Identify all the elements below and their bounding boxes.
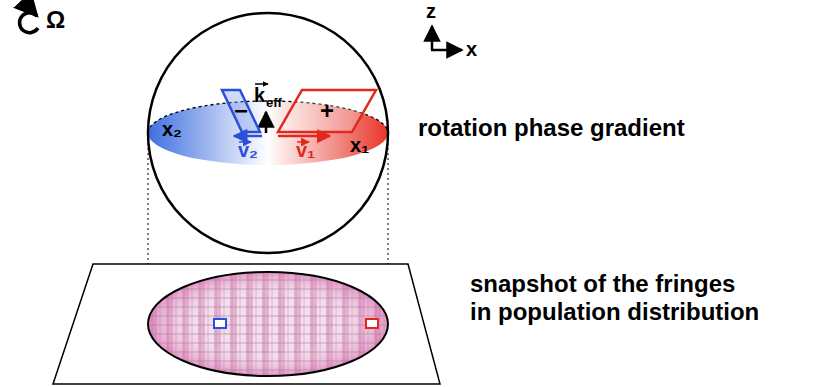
pixel-grid — [208, 272, 209, 376]
velocity-arrow — [278, 135, 330, 138]
pixel-grid — [296, 272, 297, 376]
pixel-grid — [240, 272, 241, 376]
z-axis — [431, 26, 434, 50]
pixel-grid — [320, 272, 321, 376]
pixel-grid — [264, 272, 265, 376]
pixel-grid — [312, 272, 313, 376]
annotation: rotation phase gradient — [418, 114, 685, 142]
rotation-arrow — [20, 13, 38, 33]
axis-label: x — [466, 38, 477, 61]
pixel-grid — [176, 272, 177, 376]
pixel-grid — [232, 272, 233, 376]
pixel-grid — [360, 272, 361, 376]
cloud-outline — [148, 272, 388, 376]
velocity-label: v₁ — [296, 139, 315, 162]
blue-pixel — [214, 319, 226, 328]
pixel-grid — [168, 272, 169, 376]
pixel-grid — [192, 272, 193, 376]
red-pixel — [366, 319, 378, 328]
fringe-pattern — [148, 272, 388, 376]
vector-label: k — [254, 84, 265, 107]
pixel-grid — [200, 272, 201, 376]
velocity-label: v₂ — [238, 139, 258, 162]
axis-label: z — [426, 0, 436, 23]
sign-label: + — [276, 88, 378, 134]
sphere-outline — [148, 13, 388, 253]
pixel-grid — [256, 272, 257, 376]
position-label: x₂ — [162, 118, 182, 141]
axis-hidden — [148, 324, 388, 325]
pixel-grid — [148, 280, 388, 281]
annotation: snapshot of the fringes in population di… — [470, 270, 761, 325]
pixel-grid — [148, 370, 388, 371]
pixel-grid — [160, 272, 161, 376]
pixel-grid — [152, 272, 153, 376]
pixel-grid — [248, 272, 249, 376]
pixel-grid — [384, 272, 385, 376]
pixel-grid — [328, 272, 329, 376]
pixel-grid — [280, 272, 281, 376]
pixel-grid — [344, 272, 345, 376]
pixel-grid — [288, 272, 289, 376]
pixel-grid — [272, 272, 273, 376]
x-axis — [431, 49, 462, 52]
velocity-arrow — [234, 135, 262, 138]
pixel-grid — [304, 272, 305, 376]
position-label: x₁ — [350, 134, 369, 157]
pixel-grid — [336, 272, 337, 376]
keff-arrow — [265, 112, 268, 133]
vector-subscript: eff — [266, 96, 282, 111]
rotation-symbol: Ω — [46, 6, 65, 34]
equator-front — [148, 133, 388, 165]
detection-plane — [53, 264, 440, 384]
wave-packet-red: + — [276, 88, 378, 134]
